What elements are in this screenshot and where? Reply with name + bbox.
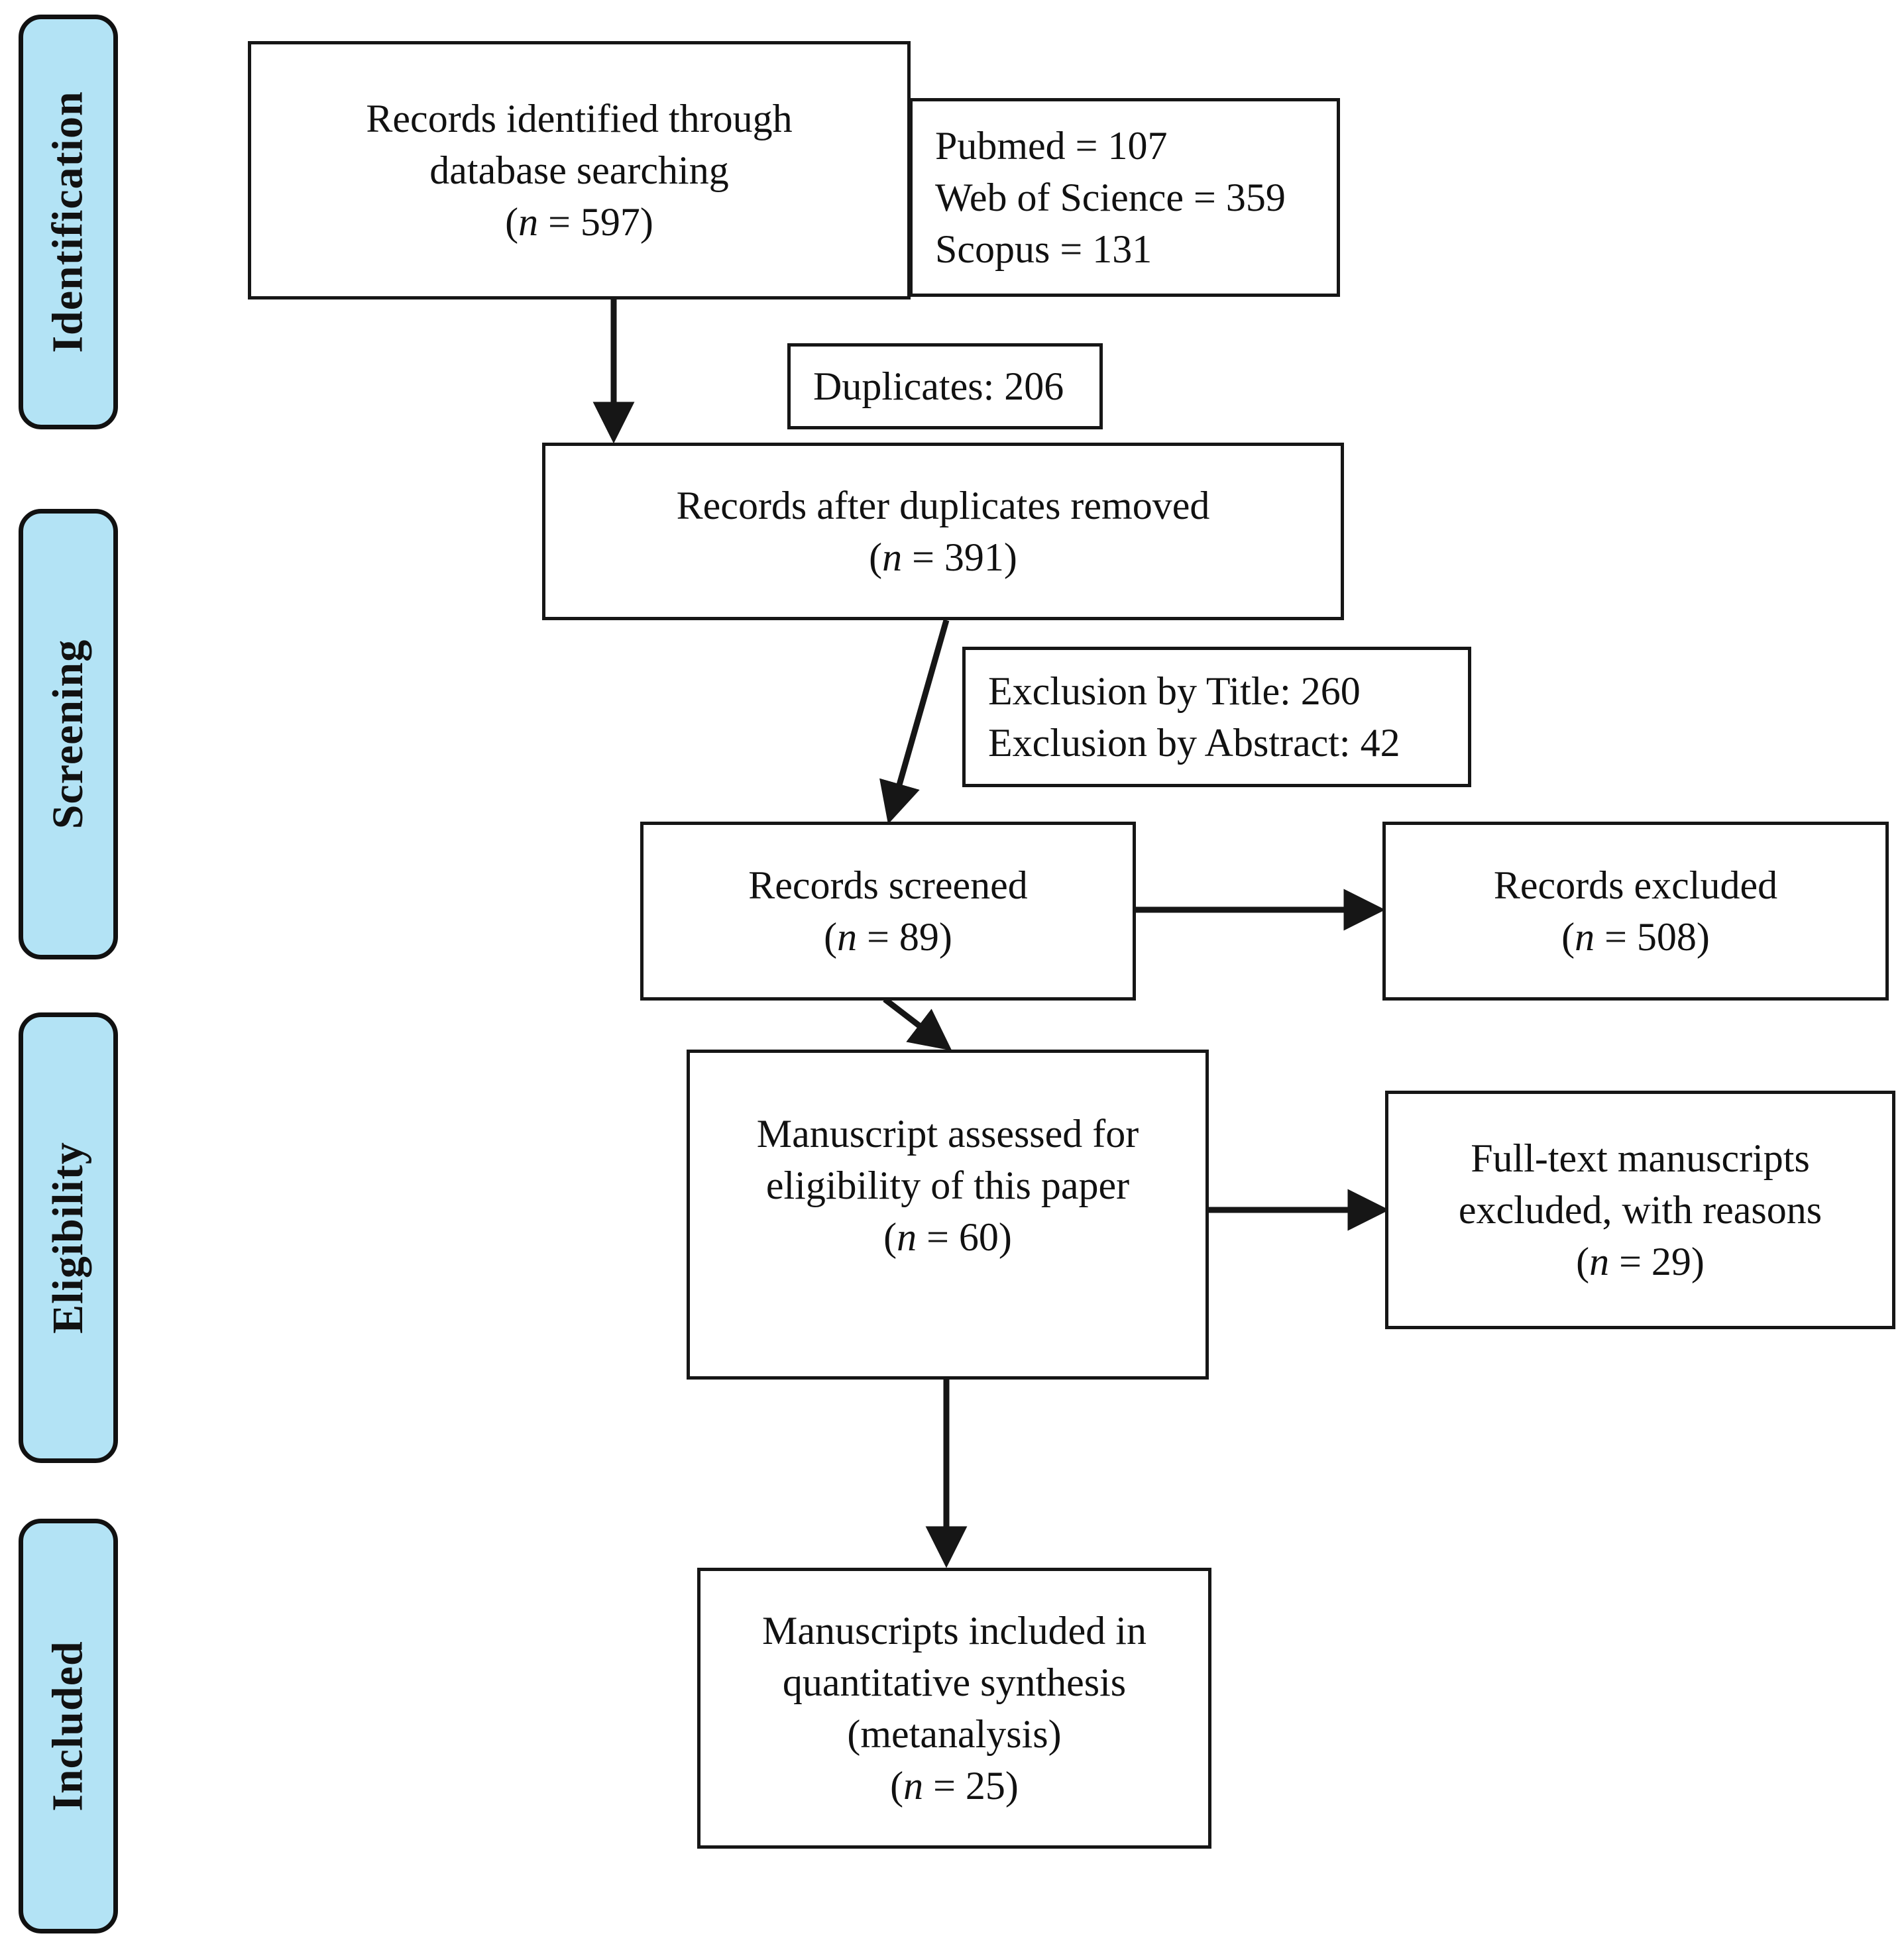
- count-value: = 89): [857, 915, 952, 959]
- node-records-excluded-count: (n = 508): [1494, 911, 1777, 963]
- count-value: = 29): [1609, 1240, 1705, 1283]
- node-records-identified-text: Records identified through database sear…: [351, 93, 807, 248]
- n-symbol: n: [1575, 915, 1595, 959]
- stage-label-included: Included: [19, 1519, 118, 1933]
- node-manuscript-assessed: Manuscript assessed for eligibility of t…: [687, 1050, 1209, 1380]
- paren-open: (: [883, 1215, 897, 1259]
- n-symbol: n: [903, 1764, 924, 1808]
- node-duplicates: Duplicates: 206: [787, 343, 1103, 429]
- node-database-counts-wos: Web of Science = 359: [935, 176, 1286, 219]
- node-fulltext-excluded: Full-text manuscripts excluded, with rea…: [1385, 1091, 1895, 1329]
- stage-label-eligibility: Eligibility: [19, 1012, 118, 1463]
- count-value: = 508): [1595, 915, 1710, 959]
- node-manuscripts-included-text: Manuscripts included in quantitative syn…: [748, 1605, 1161, 1812]
- node-manuscripts-included-line2: quantitative synthesis: [782, 1660, 1127, 1704]
- node-database-counts-text: Pubmed = 107 Web of Science = 359 Scopus…: [913, 120, 1300, 275]
- paren-open: (: [824, 915, 838, 959]
- node-fulltext-excluded-line1: Full-text manuscripts: [1471, 1136, 1810, 1180]
- node-exclusion-reasons-abstract: Exclusion by Abstract: 42: [988, 721, 1400, 765]
- n-symbol: n: [1589, 1240, 1610, 1283]
- node-records-excluded: Records excluded (n = 508): [1382, 822, 1889, 1001]
- stage-label-included-text: Included: [44, 1641, 92, 1812]
- paren-open: (: [869, 535, 883, 579]
- node-manuscript-assessed-line2: eligibility of this paper: [765, 1164, 1130, 1207]
- n-symbol: n: [882, 535, 903, 579]
- paren-open: (: [890, 1764, 904, 1808]
- node-database-counts: Pubmed = 107 Web of Science = 359 Scopus…: [909, 98, 1340, 297]
- node-records-screened-count: (n = 89): [748, 911, 1027, 963]
- node-records-after-duplicates-line1: Records after duplicates removed: [676, 484, 1210, 527]
- stage-label-screening-text: Screening: [44, 639, 93, 830]
- node-records-screened-line1: Records screened: [748, 863, 1028, 907]
- n-symbol: n: [897, 1215, 917, 1259]
- node-records-identified-count: (n = 597): [366, 196, 792, 248]
- node-exclusion-reasons-text: Exclusion by Title: 260 Exclusion by Abs…: [966, 665, 1415, 769]
- arrow-screened-to-assessed: [883, 997, 952, 1051]
- node-database-counts-pubmed: Pubmed = 107: [935, 124, 1168, 168]
- node-records-after-duplicates-text: Records after duplicates removed (n = 39…: [662, 480, 1225, 583]
- node-records-after-duplicates-count: (n = 391): [677, 531, 1210, 583]
- stage-label-identification-text: Identification: [44, 91, 92, 353]
- paren-open: (: [505, 200, 519, 244]
- node-duplicates-line1: Duplicates: 206: [813, 364, 1064, 408]
- node-fulltext-excluded-text: Full-text manuscripts excluded, with rea…: [1444, 1132, 1836, 1287]
- node-manuscripts-included-line3: (metanalysis): [847, 1712, 1062, 1756]
- node-records-identified-line1: Records identified through: [366, 97, 793, 140]
- stage-label-screening: Screening: [19, 509, 118, 959]
- node-manuscript-assessed-count: (n = 60): [757, 1211, 1139, 1263]
- node-manuscripts-included: Manuscripts included in quantitative syn…: [697, 1568, 1211, 1849]
- node-fulltext-excluded-line2: excluded, with reasons: [1458, 1188, 1822, 1232]
- n-symbol: n: [837, 915, 858, 959]
- node-manuscript-assessed-text: Manuscript assessed for eligibility of t…: [742, 1108, 1154, 1263]
- node-records-identified: Records identified through database sear…: [248, 41, 911, 299]
- node-manuscripts-included-count: (n = 25): [762, 1760, 1147, 1812]
- stage-label-eligibility-text: Eligibility: [44, 1142, 93, 1334]
- paren-open: (: [1576, 1240, 1590, 1283]
- node-exclusion-reasons: Exclusion by Title: 260 Exclusion by Abs…: [962, 647, 1471, 787]
- node-records-excluded-line1: Records excluded: [1493, 863, 1778, 907]
- node-manuscripts-included-line1: Manuscripts included in: [762, 1609, 1147, 1653]
- count-value: = 597): [538, 200, 653, 244]
- stage-label-identification: Identification: [19, 15, 118, 429]
- node-records-screened-text: Records screened (n = 89): [734, 859, 1042, 963]
- paren-open: (: [1561, 915, 1575, 959]
- node-records-screened: Records screened (n = 89): [640, 822, 1136, 1001]
- count-value: = 60): [917, 1215, 1012, 1259]
- node-manuscript-assessed-line1: Manuscript assessed for: [756, 1112, 1139, 1156]
- node-database-counts-scopus: Scopus = 131: [935, 227, 1152, 271]
- node-fulltext-excluded-count: (n = 29): [1459, 1236, 1822, 1287]
- arrow-afterduplicates-to-screened: [879, 619, 950, 824]
- node-duplicates-text: Duplicates: 206: [791, 360, 1078, 412]
- node-exclusion-reasons-title: Exclusion by Title: 260: [988, 669, 1361, 713]
- count-value: = 25): [923, 1764, 1019, 1808]
- node-records-identified-line2: database searching: [429, 148, 729, 192]
- node-records-excluded-text: Records excluded (n = 508): [1479, 859, 1792, 963]
- n-symbol: n: [518, 200, 539, 244]
- node-records-after-duplicates: Records after duplicates removed (n = 39…: [542, 443, 1344, 620]
- count-value: = 391): [902, 535, 1017, 579]
